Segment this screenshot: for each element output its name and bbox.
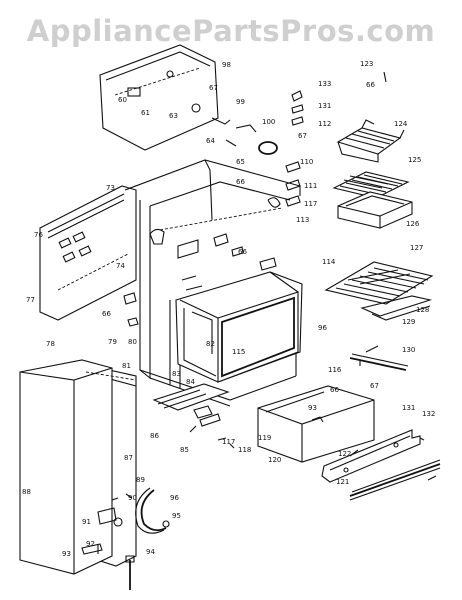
part-number-label: 66 xyxy=(102,310,111,318)
part-number-label: 74 xyxy=(116,262,125,270)
part-number-label: 128 xyxy=(416,306,429,314)
part-number-label: 125 xyxy=(408,156,421,164)
part-number-label: 66 xyxy=(330,386,339,394)
part-number-label: 82 xyxy=(206,340,215,348)
leader-lines xyxy=(125,345,437,499)
bottom-frame xyxy=(152,383,235,449)
part-number-label: 66 xyxy=(238,248,247,256)
part-number-label: 133 xyxy=(318,80,331,88)
part-number-label: 127 xyxy=(410,244,423,252)
watermark: AppliancePartsPros.com xyxy=(26,14,436,48)
part-number-label: 96 xyxy=(170,494,179,502)
rack-guide xyxy=(360,295,433,321)
part-number-label: 87 xyxy=(124,454,133,462)
part-number-label: 66 xyxy=(366,81,375,89)
part-number-label: 88 xyxy=(22,488,31,496)
part-number-label: 120 xyxy=(268,456,281,464)
small-parts-top xyxy=(211,71,387,208)
part-number-label: 66 xyxy=(236,178,245,186)
broiler-grid xyxy=(332,171,410,199)
part-number-label: 130 xyxy=(402,346,415,354)
part-number-label: 89 xyxy=(136,476,145,484)
part-number-label: 60 xyxy=(118,96,127,104)
broiler-drawer xyxy=(257,385,375,463)
part-number-label: 81 xyxy=(122,362,131,370)
part-number-label: 90 xyxy=(128,494,137,502)
part-number-label: 61 xyxy=(141,109,150,117)
part-number-label: 95 xyxy=(172,512,181,520)
part-number-label: 73 xyxy=(106,184,115,192)
part-number-label: 78 xyxy=(46,340,55,348)
part-number-label: 116 xyxy=(328,366,342,374)
part-number-label: 129 xyxy=(402,318,415,326)
part-number-label: 117 xyxy=(222,438,235,446)
part-number-label: 113 xyxy=(296,216,309,224)
drawer-trim xyxy=(349,459,441,501)
part-number-label: 67 xyxy=(370,382,379,390)
part-number-label: 83 xyxy=(172,370,181,378)
rear-top-panel xyxy=(99,44,219,151)
part-number-label: 79 xyxy=(108,338,117,346)
part-number-label: 76 xyxy=(34,231,43,239)
part-number-label: 99 xyxy=(236,98,245,106)
part-number-label: 121 xyxy=(336,478,349,486)
oven-rack xyxy=(324,261,434,305)
part-number-label: 80 xyxy=(128,338,137,346)
valve-parts xyxy=(81,487,170,590)
part-number-label: 65 xyxy=(236,158,245,166)
part-labels: 98 60 67 61 63 123 66 133 131 112 99 100 124 67 65 64 11… xyxy=(22,60,435,558)
part-number-label: 114 xyxy=(322,258,336,266)
part-number-label: 84 xyxy=(186,378,195,386)
part-number-label: 63 xyxy=(169,112,178,120)
part-number-label: 85 xyxy=(180,446,189,454)
part-number-label: 64 xyxy=(206,137,215,145)
part-number-label: 119 xyxy=(258,434,271,442)
part-number-label: 124 xyxy=(394,120,408,128)
left-side-panel xyxy=(19,359,137,575)
part-number-label: 86 xyxy=(150,432,159,440)
part-number-label: 110 xyxy=(300,158,313,166)
part-number-label: 118 xyxy=(238,446,251,454)
part-number-label: 126 xyxy=(406,220,420,228)
part-number-label: 100 xyxy=(262,118,275,126)
oven-liner xyxy=(175,271,303,383)
part-number-label: 131 xyxy=(318,102,331,110)
part-number-label: 67 xyxy=(209,84,218,92)
broil-rack xyxy=(336,119,405,163)
part-number-label: 132 xyxy=(422,410,435,418)
part-number-label: 77 xyxy=(26,296,35,304)
part-number-label: 131 xyxy=(402,404,415,412)
drawer-rail xyxy=(349,353,409,371)
part-number-label: 111 xyxy=(304,182,317,190)
part-number-label: 98 xyxy=(222,61,231,69)
drawer-front xyxy=(321,429,421,483)
part-number-label: 112 xyxy=(318,120,331,128)
part-number-label: 93 xyxy=(308,404,317,412)
part-number-label: 122 xyxy=(338,450,351,458)
cabinet-frame xyxy=(123,159,301,407)
part-number-label: 92 xyxy=(86,540,95,548)
side-panel xyxy=(39,185,137,321)
part-number-label: 94 xyxy=(146,548,155,556)
broiler-pan xyxy=(337,191,413,229)
part-number-label: 91 xyxy=(82,518,91,526)
part-number-label: 93 xyxy=(62,550,71,558)
part-number-label: 123 xyxy=(360,60,373,68)
part-number-label: 115 xyxy=(232,348,245,356)
part-number-label: 117 xyxy=(304,200,317,208)
part-number-label: 96 xyxy=(318,324,327,332)
part-number-label: 67 xyxy=(298,132,307,140)
